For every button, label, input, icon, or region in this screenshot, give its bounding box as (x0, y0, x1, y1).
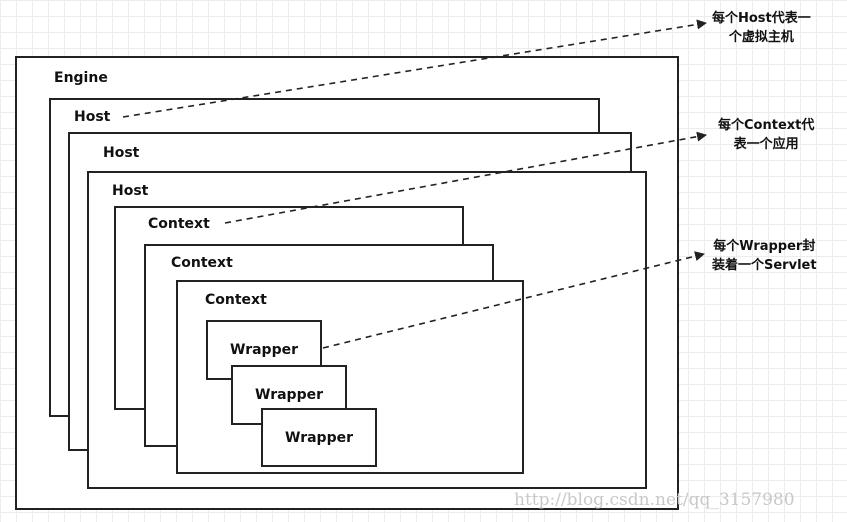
engine-label: Engine (54, 70, 108, 86)
wrapper-note-line1: 每个Wrapper封 (713, 239, 816, 254)
context-note-line1: 每个Context代 (718, 118, 815, 133)
host-label: Host (74, 109, 111, 125)
wrapper-label: Wrapper (285, 430, 353, 446)
host-note: 每个Host代表一 个虚拟主机 (712, 9, 811, 47)
host-note-line2: 个虚拟主机 (728, 30, 794, 45)
host-label: Host (112, 183, 149, 199)
context-label: Context (205, 292, 267, 308)
wrapper-arrow (322, 251, 705, 349)
wrapper-label: Wrapper (230, 342, 298, 358)
wrapper-box: Wrapper (261, 408, 377, 467)
host-arrow (122, 19, 707, 118)
context-note-line2: 表一个应用 (733, 137, 799, 152)
wrapper-label: Wrapper (255, 387, 323, 403)
context-arrow (224, 131, 707, 224)
context-label: Context (148, 216, 210, 232)
host-label: Host (103, 145, 140, 161)
wrapper-note: 每个Wrapper封 装着一个Servlet (712, 237, 817, 275)
context-label: Context (171, 255, 233, 271)
watermark: http://blog.csdn.net/qq_3157980 (514, 490, 795, 510)
host-note-line1: 每个Host代表一 (712, 11, 811, 26)
wrapper-note-line2: 装着一个Servlet (712, 258, 817, 273)
context-note: 每个Context代 表一个应用 (718, 116, 814, 154)
